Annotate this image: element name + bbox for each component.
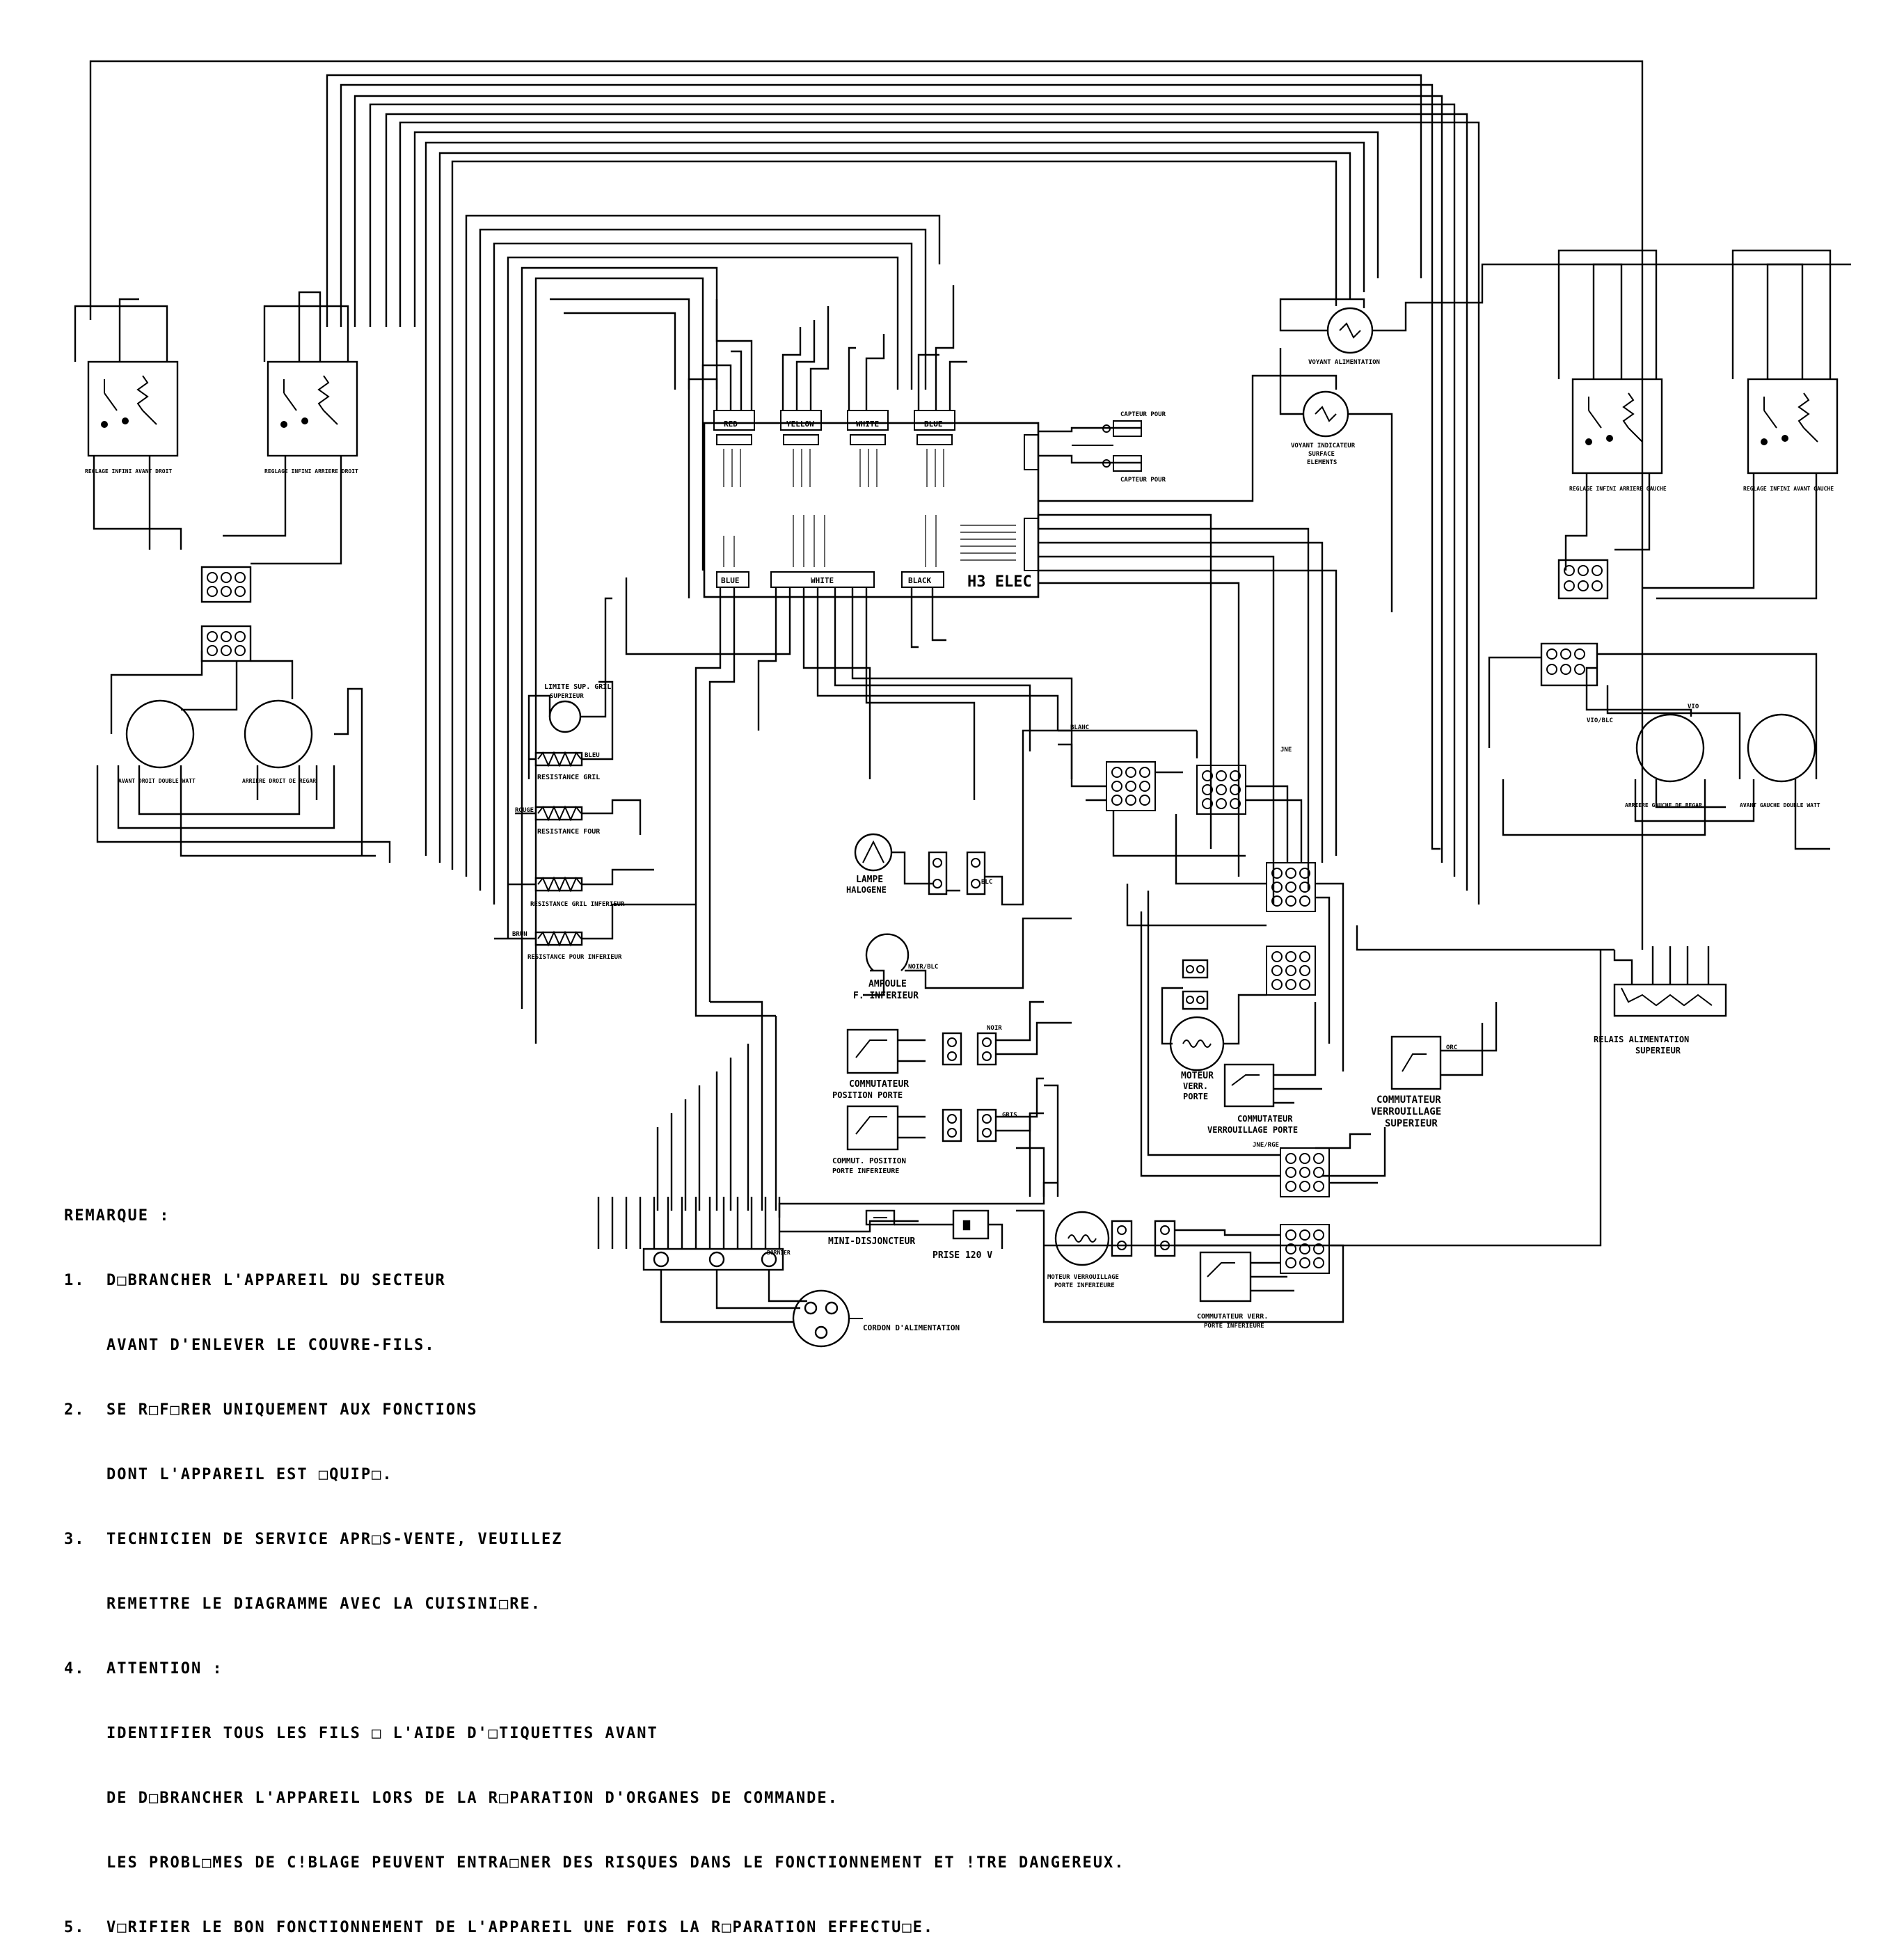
connector-blue: BLUE [924, 420, 943, 429]
comm-porte-sub-label: POSITION PORTE [832, 1090, 903, 1100]
wire-noir-label: NOIR [987, 1025, 1002, 1032]
connector-white: WHITE [856, 420, 879, 429]
res-four-inf-label: RESISTANCE POUR INFERIEUR [527, 954, 622, 961]
board-bottom-wires [625, 577, 1073, 1002]
comm-verr-sup-label: COMMUTATEUR [1376, 1094, 1441, 1106]
note-line: AVANT D'ENLEVER LE COUVRE-FILS. [64, 1337, 436, 1354]
top-bus-wires [89, 60, 1644, 1044]
note-line: 5. V□RIFIER LE BON FONCTIONNEMENT DE L'A… [64, 1919, 935, 1936]
comm-porte-label: COMMUTATEUR [849, 1079, 909, 1090]
wire-orc-label: ORC [1446, 1044, 1457, 1051]
reglage-ag-label: REGLAGE INFINI ARRIERE GAUCHE [1569, 486, 1667, 492]
board-top-wires [688, 285, 967, 598]
middle-components [846, 729, 1072, 1151]
note-line: IDENTIFIER TOUS LES FILS □ L'AIDE D'□TIQ… [64, 1725, 658, 1742]
notes-block: REMARQUE : 1. D□BRANCHER L'APPAREIL DU S… [64, 1162, 1386, 1960]
res-gril-label: RESISTANCE GRIL [537, 774, 600, 781]
comm-verr-sup-sub-label: VERROUILLAGE [1371, 1106, 1441, 1117]
wiring-diagram: H3 ELEC RED YELLOW WHITE BLUE BLUE WHITE… [74, 60, 1851, 1348]
connector-lower-white: WHITE [811, 576, 834, 585]
voyant-surface-label: VOYANT INDICATEUR [1291, 443, 1356, 449]
cordon-label: CORDON D'ALIMENTATION [863, 1323, 960, 1332]
connector-lower-blue: BLUE [721, 576, 740, 585]
wire-noir-blc-label: NOIR/BLC [908, 964, 938, 971]
comm-verr-sup-sub2-label: SUPERIEUR [1385, 1118, 1438, 1129]
wire-jne-label: JNE [1280, 747, 1292, 754]
sensor-top-label: CAPTEUR POUR [1120, 411, 1166, 418]
ampoule-sub-label: F. INFERIEUR [853, 991, 919, 1001]
relais-label: RELAIS ALIMENTATION [1594, 1035, 1689, 1044]
door-lock-region [1058, 729, 1498, 1184]
middle-connector-blocks [1106, 761, 1330, 1274]
note-line: DE D□BRANCHER L'APPAREIL LORS DE LA R□PA… [64, 1790, 839, 1807]
elem-ard-label: ARRIERE DROIT DE REGAR [242, 778, 316, 784]
wire-jne-rge-label: JNE/RGE [1253, 1142, 1279, 1149]
right-side [1044, 249, 1851, 1247]
wire-bleu-label: BLEU [585, 752, 600, 759]
wire-blanc-label: BLANC [1070, 724, 1089, 731]
res-four-label: RESISTANCE FOUR [537, 828, 601, 836]
reglage-af-label: REGLAGE INFINI AVANT DROIT [85, 468, 172, 475]
comm-porte-inf-sub-label: PORTE INFERIEURE [832, 1168, 899, 1175]
voyant-surface-sub2-label: ELEMENTS [1307, 459, 1337, 466]
note-line: 4. ATTENTION : [64, 1660, 223, 1678]
notes-heading: REMARQUE : [64, 1207, 170, 1225]
connector-red: RED [724, 420, 738, 429]
comm-verr-inf-sub-label: PORTE INFERIEURE [1204, 1323, 1264, 1330]
board-right-wires [1037, 374, 1338, 905]
wire-rouge-label: ROUGE [515, 807, 534, 814]
left-infinite-switches [74, 291, 358, 565]
moteur-sub-label: VERR. [1183, 1081, 1208, 1091]
elem-ad-label: AVANT DROIT DOUBLE WATT [118, 778, 196, 784]
comm-verr-sub-label: VERROUILLAGE PORTE [1207, 1125, 1298, 1135]
sensor-bottom-label: CAPTEUR POUR [1120, 477, 1166, 484]
connector-yellow: YELLOW [786, 420, 814, 429]
control-title: H3 ELEC [967, 573, 1032, 591]
board-labels: H3 ELEC RED YELLOW WHITE BLUE BLUE WHITE… [85, 359, 1834, 1332]
wire-vio-blc-label: VIO/BLC [1587, 717, 1613, 724]
wire-blc-label: BLC [981, 879, 992, 886]
limit-label: LIMITE SUP. GRIL [544, 683, 611, 691]
sensors [1072, 420, 1142, 472]
left-connector-blocks [200, 566, 252, 662]
relais-sub-label: SUPERIEUR [1635, 1046, 1681, 1055]
note-line: 2. SE R□F□RER UNIQUEMENT AUX FONCTIONS [64, 1401, 478, 1419]
lampe-label: LAMPE [856, 875, 883, 885]
comm-verr-label: COMMUTATEUR [1237, 1114, 1293, 1124]
moteur-label: MOTEUR [1181, 1071, 1214, 1081]
moteur-inf-sub-label: PORTE INFERIEURE [1054, 1282, 1115, 1289]
res-gril-inf-label: RESISTANCE GRIL INFERIEUR [530, 901, 625, 908]
prise-label: PRISE 120 V [932, 1250, 992, 1261]
limit-sub-label: SUPERIEUR [550, 693, 584, 700]
wire-gris-label: GRIS [1002, 1112, 1017, 1119]
left-surface-elements [96, 651, 391, 863]
connector-lower-black: BLACK [908, 576, 931, 585]
voyant-label: VOYANT ALIMENTATION [1308, 359, 1380, 366]
elem-arg-label: ARRIERE GAUCHE DE REGAR [1625, 802, 1702, 808]
reglage-avg-label: REGLAGE INFINI AVANT GAUCHE [1743, 486, 1834, 492]
resistances [494, 597, 696, 947]
lampe-sub-label: HALOGENE [846, 885, 887, 895]
elem-avg-label: AVANT GAUCHE DOUBLE WATT [1740, 802, 1820, 808]
note-line: DONT L'APPAREIL EST □QUIP□. [64, 1466, 393, 1483]
wire-vio-label: VIO [1688, 703, 1699, 710]
moteur-sub2-label: PORTE [1183, 1092, 1208, 1101]
note-line: REMETTRE LE DIAGRAMME AVEC LA CUISINI□RE… [64, 1595, 542, 1613]
disjoncteur-label: MINI-DISJONCTEUR [828, 1236, 915, 1247]
note-line: LES PROBL□MES DE C!BLAGE PEUVENT ENTRA□N… [64, 1854, 1125, 1872]
comm-verr-inf-label: COMMUTATEUR VERR. [1197, 1313, 1268, 1321]
moteur-inf-label: MOTEUR VERROUILLAGE [1047, 1274, 1119, 1281]
comm-porte-inf-label: COMMUT. POSITION [832, 1156, 906, 1165]
ampoule-label: AMPOULE [868, 979, 907, 989]
reglage-ar-label: REGLAGE INFINI ARRIERE DROIT [264, 468, 358, 475]
voyant-surface-sub-label: SURFACE [1308, 451, 1335, 458]
note-line: 3. TECHNICIEN DE SERVICE APR□S-VENTE, VE… [64, 1531, 563, 1548]
control-board [703, 410, 1040, 598]
bornier-label: BORNIER [767, 1250, 791, 1256]
power-block [597, 898, 1059, 1348]
wire-brun-label: BRUN [512, 931, 527, 938]
note-line: 1. D□BRANCHER L'APPAREIL DU SECTEUR [64, 1272, 446, 1289]
